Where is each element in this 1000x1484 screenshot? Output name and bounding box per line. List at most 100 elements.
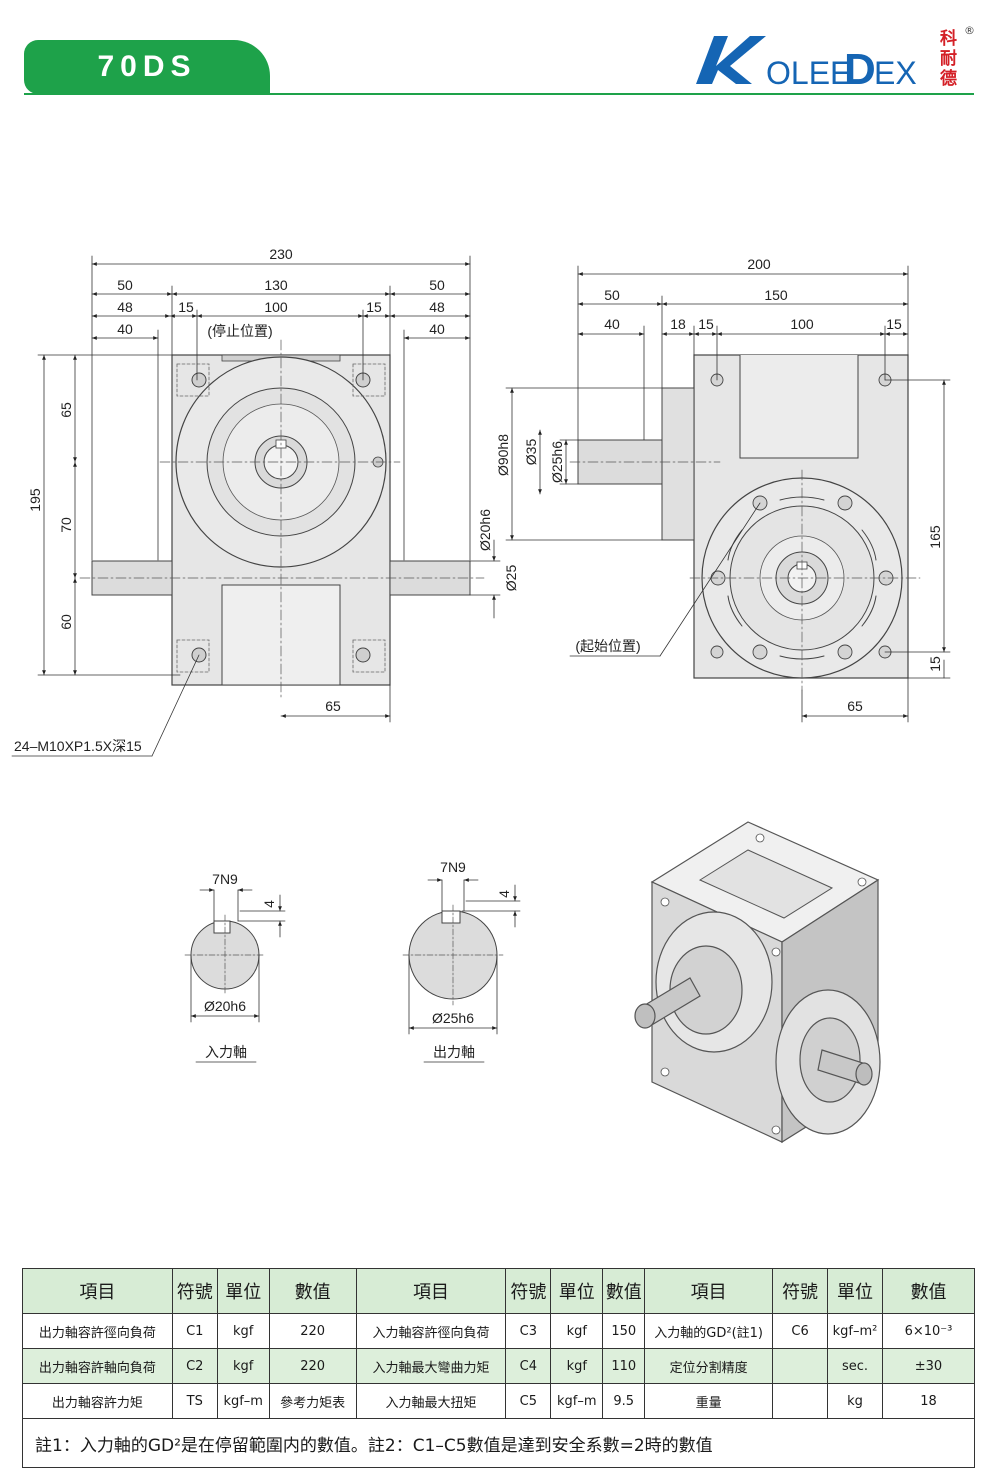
input-key-spec: 7N9 [212, 871, 238, 887]
spec-table: 項目 符號 單位 數值 項目 符號 單位 數值 項目 符號 單位 數值 出力軸容… [22, 1268, 976, 1468]
front-dim-15-right: 15 [366, 299, 382, 315]
side-dim-165: 165 [927, 525, 943, 549]
front-dim-50-right: 50 [429, 277, 445, 293]
table-cell: C1 [171, 1313, 218, 1349]
table-cell: 9.5 [602, 1383, 646, 1419]
input-shaft-dia: Ø20h6 [204, 998, 246, 1014]
table-cell: kg [827, 1383, 883, 1419]
svg-text:EX: EX [874, 55, 917, 91]
table-cell: 重量 [644, 1383, 774, 1419]
table-cell: 220 [268, 1348, 357, 1384]
table-cell: 150 [602, 1313, 646, 1349]
front-dim-130: 130 [264, 277, 288, 293]
logo-cn-2: 耐 [940, 48, 957, 69]
header-cell: 數值 [602, 1268, 646, 1314]
front-dim-60: 60 [58, 614, 74, 630]
brand-logo: OLEE D EX 科 耐 德 ® [696, 24, 975, 92]
page-header: 70DS OLEE D EX 科 耐 德 ® [0, 0, 1000, 110]
table-cell: 入力軸最大扭矩 [355, 1383, 507, 1419]
table-note: 註1：入力軸的GD²是在停留範圍内的數值。註2：C1–C5數值是達到安全系數=2… [22, 1418, 975, 1468]
spec-header-row: 項目 符號 單位 數值 項目 符號 單位 數值 項目 符號 單位 數值 [22, 1268, 976, 1314]
table-cell: kgf–m² [827, 1313, 883, 1349]
side-dim-150: 150 [764, 287, 788, 303]
header-cell: 數值 [268, 1268, 357, 1314]
logo-cn-3: 德 [940, 68, 957, 89]
model-title: 70DS [97, 50, 197, 83]
header-cell: 單位 [827, 1268, 883, 1314]
header-cell: 符號 [171, 1268, 218, 1314]
svg-text:OLEE: OLEE [766, 55, 851, 91]
front-dim-230: 230 [269, 246, 293, 262]
front-dim-70: 70 [58, 517, 74, 533]
side-view: 200 50 150 40 18 15 100 15 65 (起始位置) Ø90… [495, 256, 951, 723]
side-dim-15-left: 15 [698, 316, 714, 332]
output-shaft-label: 出力軸 [433, 1044, 475, 1060]
registered-mark: ® [964, 24, 975, 37]
front-dim-15-left: 15 [178, 299, 194, 315]
side-dim-90h8: Ø90h8 [495, 434, 511, 476]
table-row: 出力軸容許軸向負荷 C2 kgf 220 入力軸最大彎曲力矩 C4 kgf 11… [22, 1348, 976, 1384]
side-dim-50: 50 [604, 287, 620, 303]
front-dim-65-vert: 65 [58, 402, 74, 418]
technical-drawing: 230 50 130 50 48 15 100 15 48 40 40 (停止位… [11, 246, 951, 1144]
input-shaft-keyway: 7N9 4 Ø20h6 入力軸 [184, 871, 286, 1063]
front-dim-50-left: 50 [117, 277, 133, 293]
header-divider [24, 93, 974, 95]
table-cell: 6×10⁻³ [881, 1313, 976, 1349]
input-shaft-label: 入力軸 [205, 1044, 247, 1060]
header-cell: 項目 [355, 1268, 507, 1314]
table-cell: kgf [216, 1313, 270, 1349]
table-cell: 110 [602, 1348, 646, 1384]
table-cell: 出力軸容許徑向負荷 [22, 1313, 173, 1349]
table-cell: kgf–m [550, 1383, 604, 1419]
front-dim-65: 65 [325, 698, 341, 714]
header-cell: 符號 [505, 1268, 552, 1314]
table-row: 出力軸容許徑向負荷 C1 kgf 220 入力軸容許徑向負荷 C3 kgf 15… [22, 1313, 976, 1349]
table-cell: ±30 [881, 1348, 976, 1384]
table-cell: 入力軸容許徑向負荷 [355, 1313, 507, 1349]
thread-callout: 24–M10XP1.5X深15 [14, 738, 142, 754]
table-cell: C2 [171, 1348, 218, 1384]
side-dim-100: 100 [790, 316, 814, 332]
table-cell: TS [171, 1383, 218, 1419]
table-cell: kgf [550, 1348, 604, 1384]
stop-position-label: (停止位置) [207, 323, 272, 339]
output-key-depth: 4 [496, 890, 512, 898]
table-cell: 出力軸容許力矩 [22, 1383, 173, 1419]
front-dim-40-right: 40 [429, 321, 445, 337]
side-dim-18: 18 [670, 316, 686, 332]
table-cell: 18 [881, 1383, 976, 1419]
table-cell: kgf–m [216, 1383, 270, 1419]
front-dim-20h6: Ø20h6 [477, 509, 493, 551]
header-cell: 單位 [550, 1268, 604, 1314]
table-cell: C6 [772, 1313, 829, 1349]
table-cell: 出力軸容許軸向負荷 [22, 1348, 173, 1384]
header-cell: 項目 [22, 1268, 173, 1314]
front-view: 230 50 130 50 48 15 100 15 48 40 40 (停止位… [11, 246, 519, 757]
table-cell [772, 1348, 829, 1384]
table-cell: kgf [550, 1313, 604, 1349]
start-position-label: (起始位置) [575, 638, 640, 654]
table-cell: kgf [216, 1348, 270, 1384]
svg-text:D: D [844, 45, 876, 92]
table-cell: 220 [268, 1313, 357, 1349]
side-dim-25h6: Ø25h6 [549, 441, 565, 483]
side-dim-200: 200 [747, 256, 771, 272]
front-dim-25: Ø25 [503, 565, 519, 592]
table-cell: sec. [827, 1348, 883, 1384]
front-dim-48-right: 48 [429, 299, 445, 315]
table-cell: 入力軸的GD²(註1) [644, 1313, 774, 1349]
side-dim-35: Ø35 [523, 439, 539, 466]
model-tab: 70DS [24, 40, 270, 94]
side-dim-15-vert: 15 [927, 656, 943, 672]
table-cell: 入力軸最大彎曲力矩 [355, 1348, 507, 1384]
header-cell: 符號 [772, 1268, 829, 1314]
input-key-depth: 4 [261, 900, 277, 908]
table-cell: C5 [505, 1383, 552, 1419]
side-dim-65: 65 [847, 698, 863, 714]
front-dim-195: 195 [27, 488, 43, 512]
table-cell [772, 1383, 829, 1419]
front-dim-100: 100 [264, 299, 288, 315]
header-cell: 數值 [881, 1268, 976, 1314]
logo-cn-1: 科 [940, 28, 957, 49]
